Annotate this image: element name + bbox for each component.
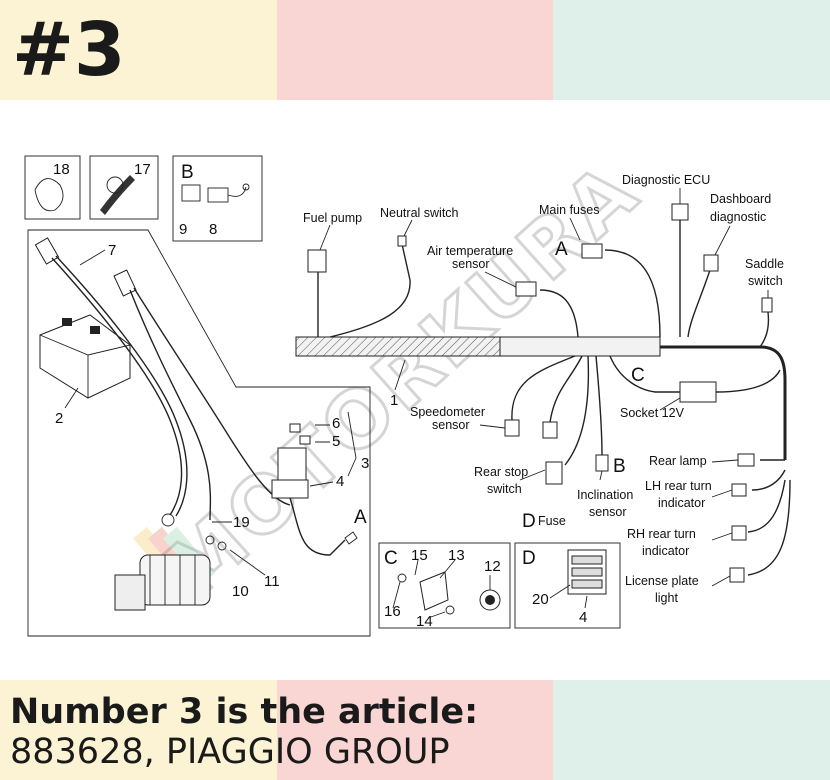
svg-text:B: B (181, 162, 194, 183)
inset-box-d: D 20 4 (514, 542, 621, 629)
label-rear-stop-switch: switch (487, 482, 522, 496)
inset-box-b: B 9 8 (172, 155, 263, 242)
wiring-diagram: MOTORKURA 18 17 B 9 8 2 (24, 144, 791, 637)
header-segment-pink (277, 0, 553, 100)
label-switch: switch (748, 274, 783, 288)
footer-segment-pink (277, 680, 553, 780)
label-fuse: Fuse (538, 514, 566, 528)
label-air-temp: Air temperature (427, 244, 513, 258)
svg-text:10: 10 (232, 583, 249, 600)
label-rh-turn-indicator: indicator (642, 544, 689, 558)
label-main-fuses: Main fuses (539, 203, 599, 217)
svg-text:A: A (354, 507, 367, 528)
svg-text:8: 8 (209, 221, 217, 238)
starter-motor (114, 513, 227, 611)
label-air-temp-sensor: sensor (452, 257, 490, 271)
svg-text:15: 15 (411, 547, 428, 564)
label-speedometer: Speedometer (410, 405, 485, 419)
label-rear-stop: Rear stop (474, 465, 528, 479)
label-socket: Socket 12V (620, 406, 685, 420)
label-lh-turn-indicator: indicator (658, 496, 705, 510)
article-caption: Number 3 is the article: (10, 692, 479, 732)
svg-text:4: 4 (579, 609, 587, 626)
label-diagnostic: diagnostic (710, 210, 766, 224)
footer-segment-mint (553, 680, 830, 780)
svg-text:14: 14 (416, 613, 433, 630)
letter-a-fuses: A (555, 239, 568, 260)
header-segment-mint (553, 0, 830, 100)
svg-text:13: 13 (448, 547, 465, 564)
battery-starter-panel: 2 7 19 10 11 6 5 3 (27, 229, 371, 637)
svg-text:1: 1 (390, 392, 398, 409)
inset-box-c: C 15 13 12 16 14 (378, 542, 511, 630)
svg-text:5: 5 (332, 433, 340, 450)
label-diagnostic-ecu: Diagnostic ECU (622, 173, 710, 187)
svg-text:C: C (384, 548, 398, 569)
label-rh-turn: RH rear turn (627, 527, 696, 541)
label-fuel-pump: Fuel pump (303, 211, 362, 225)
item-number-title: #3 (12, 7, 126, 93)
leader-lines (319, 188, 769, 587)
label-lh-turn: LH rear turn (645, 479, 712, 493)
label-saddle: Saddle (745, 257, 784, 271)
svg-text:16: 16 (384, 603, 401, 620)
svg-text:3: 3 (361, 455, 369, 472)
svg-text:2: 2 (55, 410, 63, 427)
footer-band: Number 3 is the article: 883628, PIAGGIO… (0, 680, 830, 780)
label-license-plate: License plate (625, 574, 699, 588)
harness-branches (307, 203, 791, 583)
svg-text:12: 12 (484, 558, 501, 575)
inset-strap-17: 17 (89, 155, 159, 220)
svg-text:19: 19 (233, 514, 250, 531)
header-segment-yellow (0, 0, 277, 100)
letter-d-fuse: D (522, 511, 536, 532)
svg-text:D: D (522, 548, 536, 569)
svg-text:20: 20 (532, 591, 549, 608)
svg-text:7: 7 (108, 242, 116, 259)
svg-text:18: 18 (53, 161, 70, 178)
label-inclination-sensor: sensor (589, 505, 627, 519)
svg-text:4: 4 (336, 473, 344, 490)
inset-clamp-18: 18 (24, 155, 81, 220)
letter-c-socket: C (631, 365, 645, 386)
label-inclination: Inclination (577, 488, 633, 502)
footer-segment-yellow (0, 680, 277, 780)
svg-text:9: 9 (179, 221, 187, 238)
label-speedometer-sensor: sensor (432, 418, 470, 432)
svg-text:6: 6 (332, 415, 340, 432)
article-number: 883628, PIAGGIO GROUP (10, 732, 450, 772)
svg-text:17: 17 (134, 161, 151, 178)
label-dashboard: Dashboard (710, 192, 771, 206)
label-rear-lamp: Rear lamp (649, 454, 707, 468)
header-band: #3 (0, 0, 830, 100)
svg-text:11: 11 (264, 573, 280, 590)
letter-b-inclination: B (613, 456, 626, 477)
label-license-plate-light: light (655, 591, 678, 605)
label-neutral-switch: Neutral switch (380, 206, 459, 220)
